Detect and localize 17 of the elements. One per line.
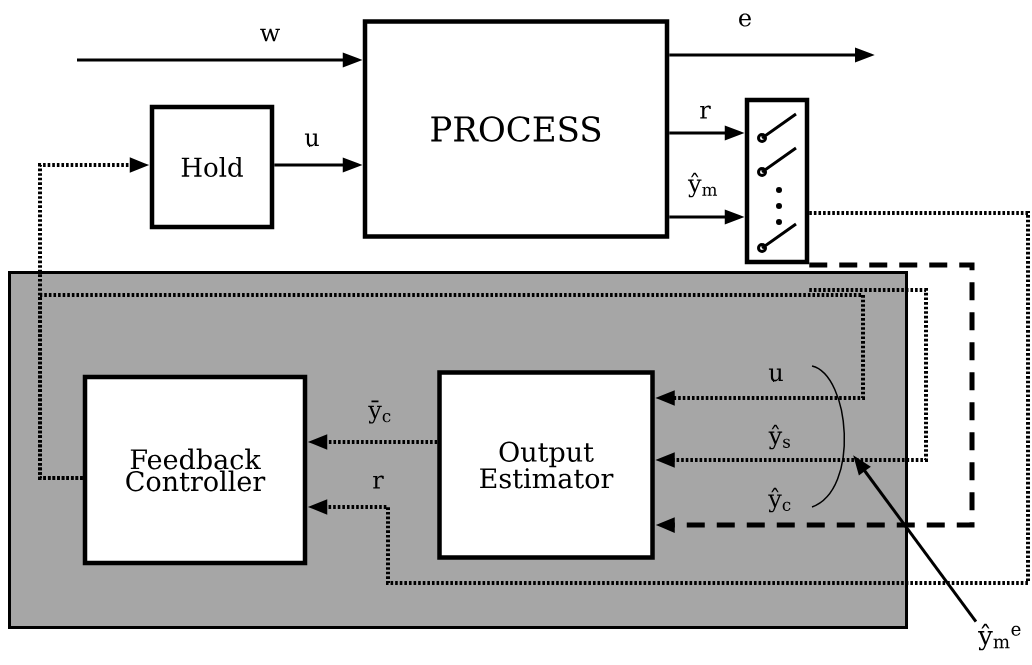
estimator-box: Output Estimator bbox=[437, 370, 655, 560]
edge-label: ŷ$_{c}$ bbox=[768, 487, 791, 513]
sampler-box bbox=[744, 97, 810, 265]
signal-label: ŷ$_{m}$e bbox=[978, 623, 1021, 651]
controller-box: Feedback Controller bbox=[82, 374, 308, 566]
edge-label: r bbox=[373, 475, 384, 489]
edge-label: u bbox=[304, 133, 319, 147]
edge-label: ŷ$_{s}$ bbox=[768, 424, 790, 450]
process-box: PROCESS bbox=[362, 19, 670, 239]
edge-label: e bbox=[739, 13, 751, 27]
edge-label: ŷ$_{m}$ bbox=[687, 172, 718, 198]
edge-label: r bbox=[700, 105, 711, 119]
hold-box: Hold bbox=[149, 104, 275, 230]
edge-label: ȳ$_{c}$ bbox=[368, 400, 391, 424]
edge-label: u bbox=[768, 368, 783, 382]
arrow bbox=[38, 293, 865, 480]
edge-label: w bbox=[260, 28, 280, 42]
